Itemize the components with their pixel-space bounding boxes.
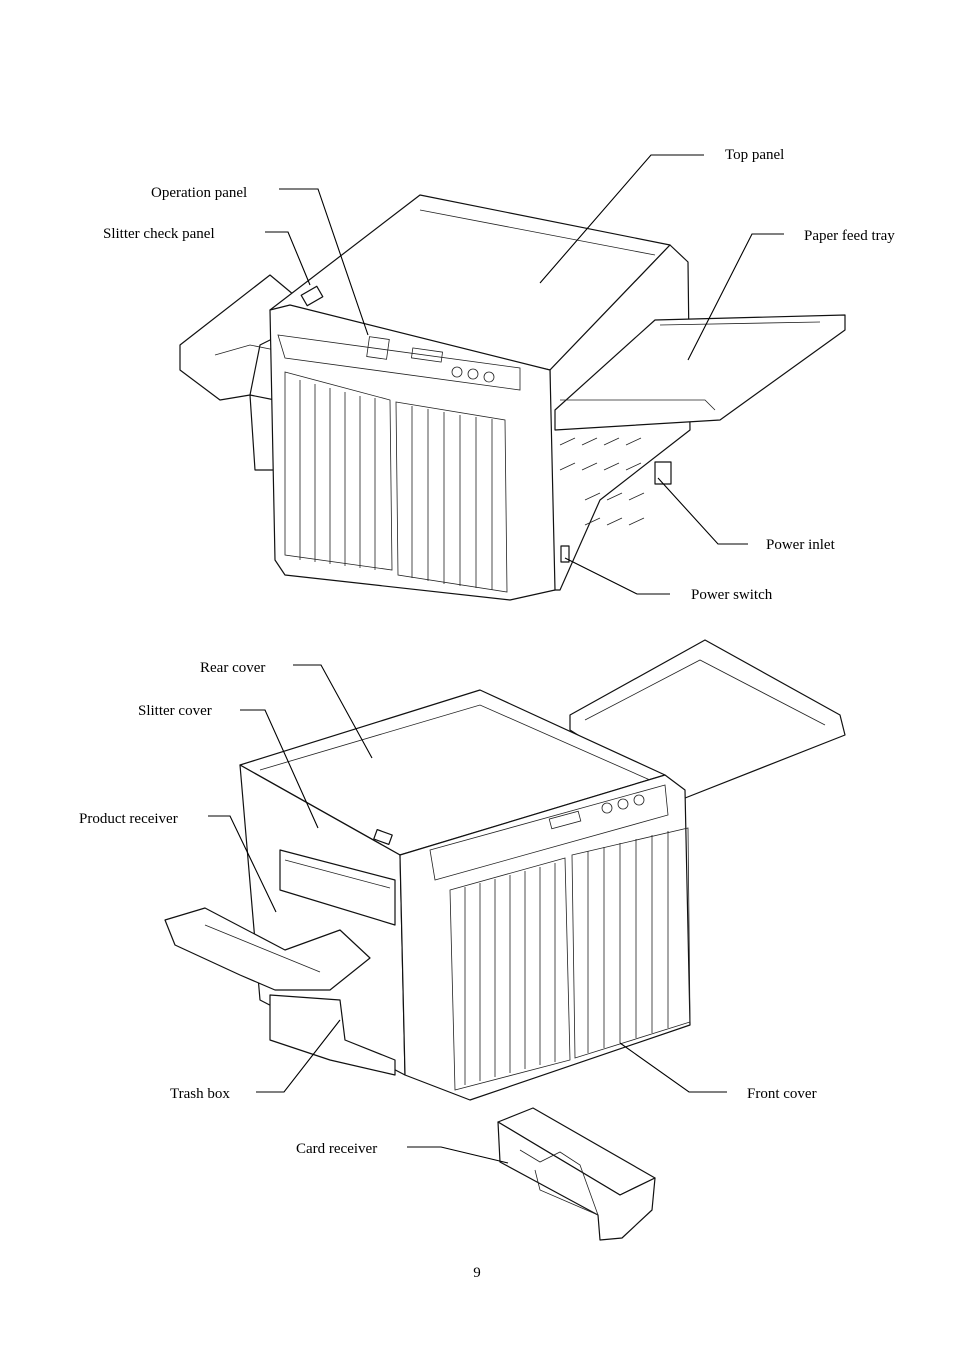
page-number: 9 [473, 1265, 481, 1281]
label-trash-box: Trash box [170, 1086, 230, 1102]
label-power-inlet: Power inlet [766, 537, 835, 553]
label-product-receiver: Product receiver [79, 811, 178, 827]
top-leader-lines [265, 154, 784, 595]
card-receiver-drawing [497, 1107, 656, 1241]
label-power-switch: Power switch [691, 587, 773, 603]
label-paper-feed-tray: Paper feed tray [804, 228, 895, 244]
bottom-leader-lines [208, 664, 727, 1164]
label-operation-panel: Operation panel [151, 185, 248, 201]
label-slitter-check-panel: Slitter check panel [103, 226, 215, 242]
label-card-receiver: Card receiver [296, 1141, 378, 1157]
top-machine-drawing [179, 194, 846, 601]
label-front-cover: Front cover [747, 1086, 817, 1102]
label-top-panel: Top panel [725, 147, 785, 163]
label-slitter-cover: Slitter cover [138, 703, 212, 719]
label-rear-cover: Rear cover [200, 660, 266, 676]
bottom-machine-drawing [164, 639, 846, 1101]
